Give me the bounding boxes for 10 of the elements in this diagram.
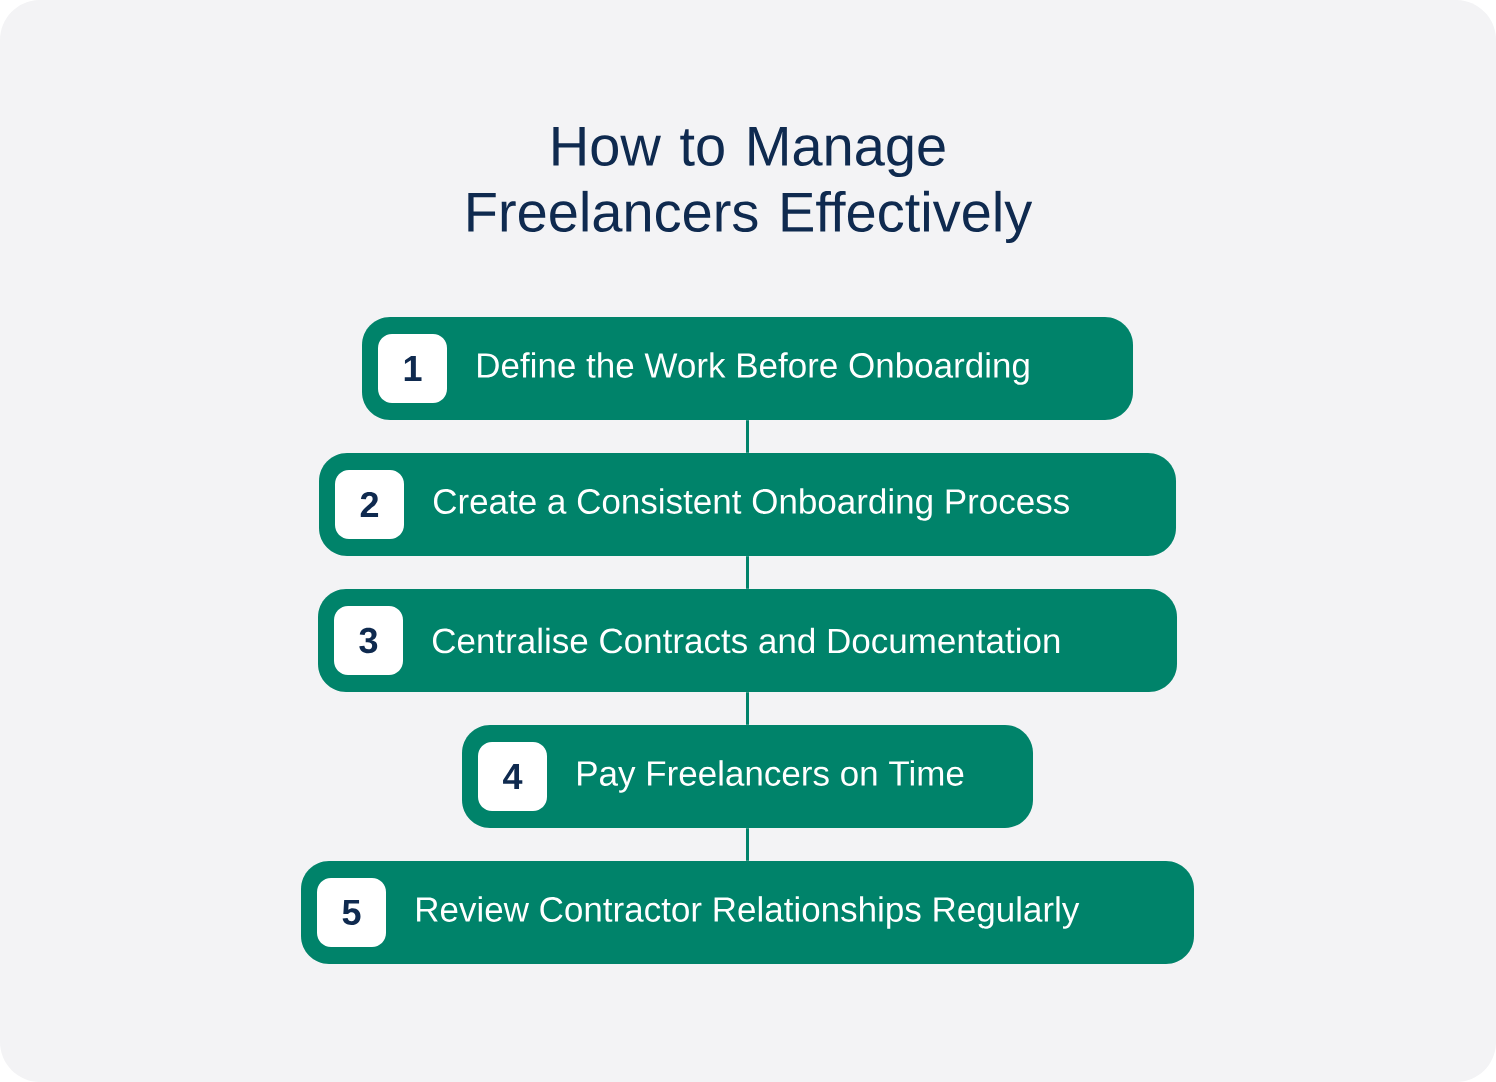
connector-line bbox=[746, 420, 749, 453]
number-badge: 2 bbox=[335, 470, 404, 539]
number-badge: 3 bbox=[334, 606, 403, 675]
title: How to Manage Freelancers Effectively bbox=[468, 126, 1033, 244]
connector-line bbox=[746, 692, 749, 725]
connector-line bbox=[746, 556, 749, 589]
number-badge: 1 bbox=[378, 334, 447, 403]
number-badge: 5 bbox=[317, 878, 386, 947]
connector-line bbox=[746, 828, 749, 861]
number-badge: 4 bbox=[478, 742, 547, 811]
